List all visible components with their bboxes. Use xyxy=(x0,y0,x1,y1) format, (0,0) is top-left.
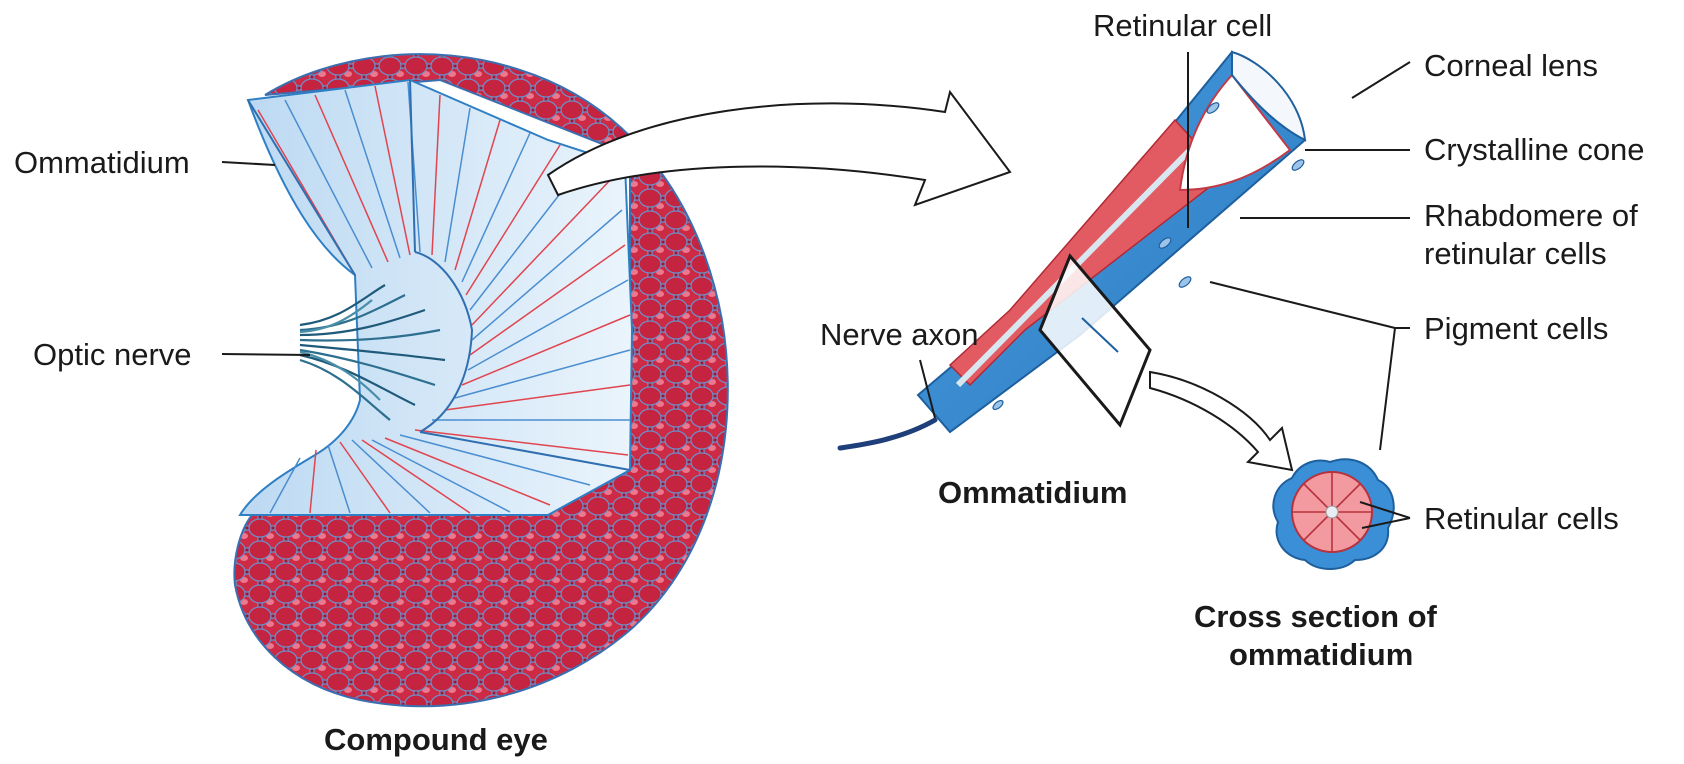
cross-section-arrow xyxy=(1150,372,1292,470)
label-pigment-cells: Pigment cells xyxy=(1424,311,1608,346)
label-corneal-lens: Corneal lens xyxy=(1424,48,1598,83)
label-cross-section-line2: ommatidium xyxy=(1229,637,1413,672)
label-ommatidium-right: Ommatidium xyxy=(938,475,1127,510)
label-nerve-axon: Nerve axon xyxy=(820,317,979,352)
cross-section-illustration xyxy=(1273,459,1393,569)
label-crystalline-cone: Crystalline cone xyxy=(1424,132,1645,167)
nerve-axon xyxy=(840,420,935,448)
label-rhabdomere-line1: Rhabdomere of xyxy=(1424,198,1638,233)
label-retinular-cells: Retinular cells xyxy=(1424,501,1619,536)
label-ommatidium-left: Ommatidium xyxy=(14,145,190,180)
label-retinular-cell: Retinular cell xyxy=(1093,8,1272,43)
label-rhabdomere-line2: retinular cells xyxy=(1424,236,1607,271)
label-cross-section-line1: Cross section of xyxy=(1194,599,1438,634)
rhabdome-center xyxy=(1326,506,1338,518)
cutaway-section xyxy=(240,80,632,515)
label-compound-eye: Compound eye xyxy=(324,722,548,757)
label-optic-nerve: Optic nerve xyxy=(33,337,192,372)
